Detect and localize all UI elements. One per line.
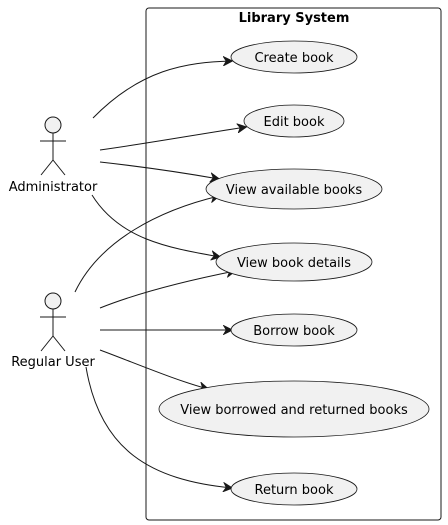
use-case-label: View available books — [226, 183, 362, 198]
edge-admin-view-available-books — [99, 161, 219, 179]
edge-user-view-available-books — [74, 196, 219, 293]
edge-user-view-borrowed-returned — [99, 349, 208, 389]
use-case-label: Edit book — [264, 115, 325, 130]
edge-user-view-book-details — [99, 271, 235, 309]
use-case-return-book[interactable]: Return book — [230, 472, 358, 506]
edge-admin-create-book — [92, 61, 232, 119]
edge-admin-view-book-details — [91, 194, 220, 257]
stick-figure-icon — [40, 116, 66, 176]
use-case-label: Return book — [255, 483, 334, 498]
use-case-view-available-books[interactable]: View available books — [205, 168, 383, 210]
use-case-view-book-details[interactable]: View book details — [215, 242, 373, 282]
use-case-label: Borrow book — [253, 324, 335, 339]
actor-regular-user[interactable]: Regular User — [11, 292, 95, 370]
system-boundary: Library System — [145, 7, 442, 521]
system-title: Library System — [239, 11, 350, 26]
actor-administrator[interactable]: Administrator — [9, 116, 98, 195]
use-case-edit-book[interactable]: Edit book — [243, 104, 345, 138]
actor-label: Regular User — [11, 355, 95, 370]
stick-figure-icon — [40, 292, 66, 352]
actor-label: Administrator — [9, 180, 98, 195]
use-case-create-book[interactable]: Create book — [230, 40, 358, 74]
use-case-view-borrowed-returned-books[interactable]: View borrowed and returned books — [158, 380, 430, 438]
edge-user-return-book — [85, 366, 232, 488]
edge-admin-edit-book — [99, 127, 246, 151]
use-case-label: Create book — [254, 51, 333, 66]
associations — [74, 61, 246, 488]
use-case-borrow-book[interactable]: Borrow book — [230, 313, 358, 347]
use-case-label: View borrowed and returned books — [180, 403, 408, 418]
system-boundary-box — [145, 7, 442, 521]
use-case-label: View book details — [237, 256, 351, 271]
